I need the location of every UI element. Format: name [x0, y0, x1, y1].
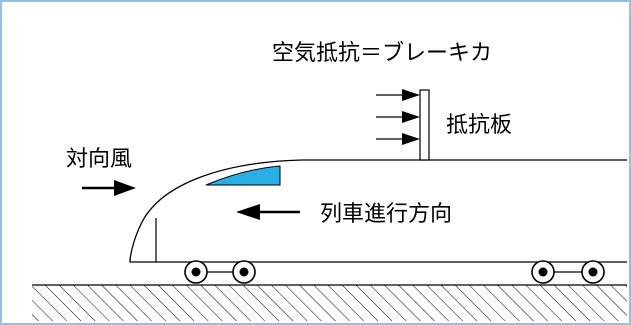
wind-label: 対向風 [66, 147, 132, 172]
wind-arrow-icon [82, 180, 136, 196]
plate-arrow-icon [376, 111, 420, 123]
direction-arrow-icon [236, 204, 300, 220]
wheel-icon [581, 260, 605, 284]
front-bogie [184, 260, 256, 284]
plate-arrow-icon [376, 89, 420, 101]
wheel-icon [184, 260, 208, 284]
train-body [129, 159, 627, 263]
rear-bogie [531, 260, 605, 284]
wheel-icon [232, 260, 256, 284]
direction-label: 列車進行方向 [320, 202, 452, 227]
plate-label: 抵抗板 [446, 113, 512, 138]
plate-arrow-icon [376, 133, 420, 145]
driver-window [205, 165, 281, 186]
ground-hatching [32, 285, 627, 321]
wheel-icon [531, 260, 555, 284]
diagram-title: 空気抵抗＝ブレーキカ [272, 41, 492, 66]
resistance-plate [419, 89, 430, 161]
